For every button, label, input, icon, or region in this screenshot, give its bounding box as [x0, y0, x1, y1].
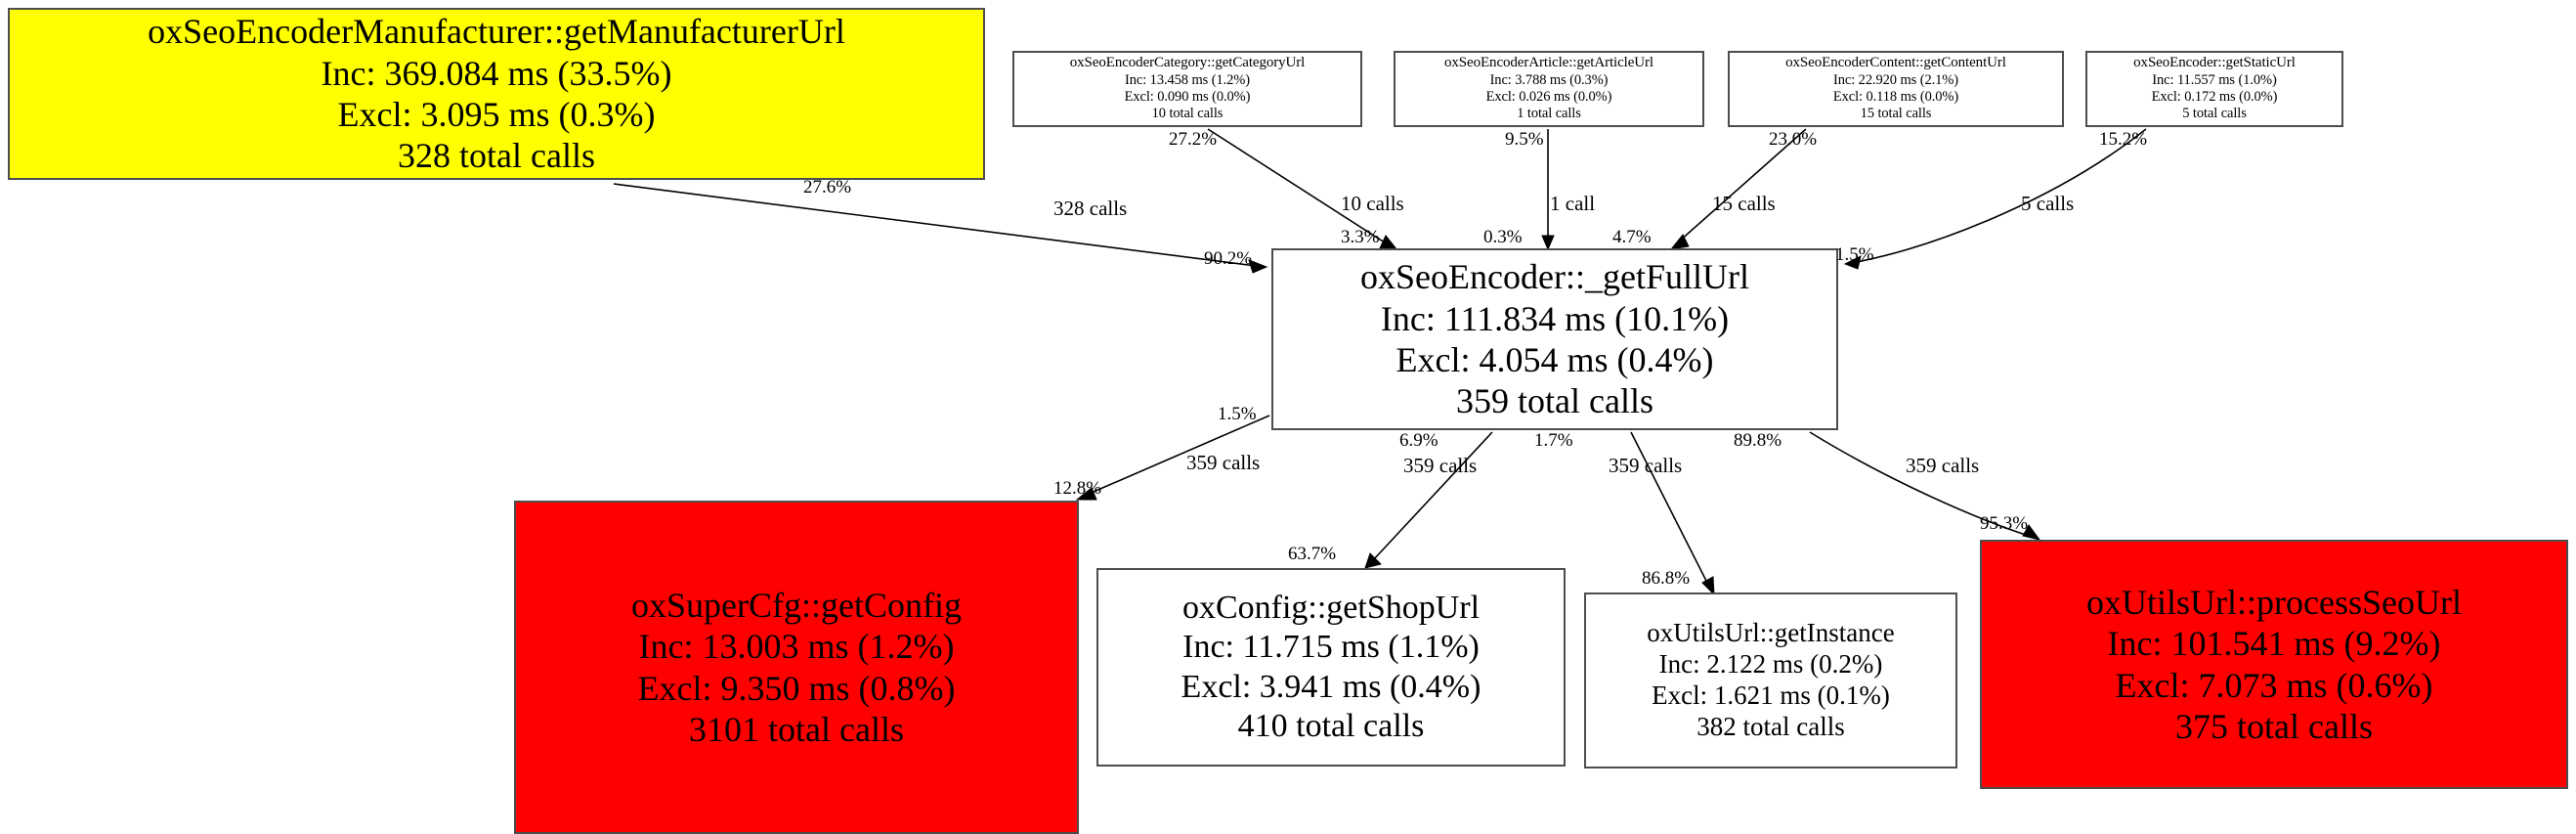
node-total-calls: 3101 total calls — [689, 709, 904, 749]
node-total-calls: 1 total calls — [1517, 106, 1581, 122]
node-inclusive: Inc: 111.834 ms (10.1%) — [1380, 298, 1730, 338]
node-total-calls: 359 total calls — [1456, 381, 1653, 421]
edge-head-percent: 90.2% — [1204, 248, 1253, 269]
edge-tail-percent: 1.7% — [1534, 430, 1573, 451]
node-title: oxSeoEncoderContent::getContentUrl — [1785, 55, 2006, 71]
node-total-calls: 410 total calls — [1237, 707, 1425, 744]
node-inclusive: Inc: 11.715 ms (1.1%) — [1182, 629, 1480, 666]
node-title: oxUtilsUrl::processSeoUrl — [2086, 582, 2462, 622]
node-inclusive: Inc: 13.003 ms (1.2%) — [638, 627, 955, 667]
edge-head-percent: 0.3% — [1483, 227, 1523, 247]
node-exclusive: Excl: 1.621 ms (0.1%) — [1652, 680, 1890, 710]
edge-head-percent: 86.8% — [1642, 568, 1691, 589]
node-inclusive: Inc: 13.458 ms (1.2%) — [1125, 72, 1250, 89]
edge-call-count: 359 calls — [1906, 454, 1980, 477]
node-title: oxSeoEncoder::getStaticUrl — [2133, 55, 2296, 71]
node-getStaticUrl[interactable]: oxSeoEncoder::getStaticUrl Inc: 11.557 m… — [2085, 51, 2343, 127]
edge-head-percent: 12.8% — [1053, 478, 1102, 499]
node-title: oxConfig::getShopUrl — [1181, 590, 1481, 627]
edge-tail-percent: 27.6% — [803, 177, 852, 198]
node-total-calls: 5 total calls — [2182, 106, 2247, 122]
edge-getFullUrl-to-getShopUrl — [1364, 431, 1493, 569]
edge-tail-percent: 9.5% — [1505, 129, 1544, 150]
node-inclusive: Inc: 3.788 ms (0.3%) — [1489, 72, 1609, 89]
node-inclusive: Inc: 11.557 ms (1.0%) — [2152, 72, 2277, 89]
node-exclusive: Excl: 4.054 ms (0.4%) — [1395, 340, 1714, 379]
node-inclusive: Inc: 369.084 ms (33.5%) — [321, 53, 672, 93]
edge-call-count: 15 calls — [1712, 192, 1776, 215]
node-total-calls: 15 total calls — [1860, 106, 1932, 122]
node-title: oxSeoEncoder::_getFullUrl — [1360, 257, 1749, 297]
edge-call-count: 359 calls — [1403, 454, 1478, 477]
edge-tail-percent: 89.8% — [1734, 430, 1782, 451]
node-exclusive: Excl: 9.350 ms (0.8%) — [637, 668, 956, 708]
node-total-calls: 382 total calls — [1696, 711, 1845, 741]
node-inclusive: Inc: 101.541 ms (9.2%) — [2107, 624, 2441, 664]
node-total-calls: 328 total calls — [398, 136, 595, 176]
node-getManufacturerUrl[interactable]: oxSeoEncoderManufacturer::getManufacture… — [8, 8, 985, 180]
edge-tail-percent: 1.5% — [1218, 404, 1257, 424]
edge-call-count: 359 calls — [1186, 451, 1261, 474]
node-title: oxSeoEncoderArticle::getArticleUrl — [1443, 55, 1654, 71]
edge-call-count: 10 calls — [1341, 192, 1404, 215]
edge-head-percent: 95.3% — [1980, 513, 2029, 534]
edge-call-count: 1 call — [1550, 192, 1596, 215]
edge-call-count: 328 calls — [1053, 197, 1128, 220]
edge-getManufacturerUrl-to-getFullUrl — [613, 183, 1268, 274]
node-getCategoryUrl[interactable]: oxSeoEncoderCategory::getCategoryUrl Inc… — [1012, 51, 1362, 127]
node-exclusive: Excl: 0.026 ms (0.0%) — [1485, 89, 1612, 106]
node-title: oxSuperCfg::getConfig — [631, 585, 962, 625]
node-inclusive: Inc: 22.920 ms (2.1%) — [1833, 72, 1958, 89]
node-getFullUrl[interactable]: oxSeoEncoder::_getFullUrl Inc: 111.834 m… — [1271, 248, 1838, 430]
node-getContentUrl[interactable]: oxSeoEncoderContent::getContentUrl Inc: … — [1728, 51, 2064, 127]
edge-head-percent: 3.3% — [1341, 227, 1380, 247]
node-getConfig[interactable]: oxSuperCfg::getConfig Inc: 13.003 ms (1.… — [514, 501, 1079, 834]
node-processSeoUrl[interactable]: oxUtilsUrl::processSeoUrl Inc: 101.541 m… — [1980, 540, 2568, 789]
node-exclusive: Excl: 3.941 ms (0.4%) — [1181, 668, 1481, 705]
edge-tail-percent: 6.9% — [1399, 430, 1438, 451]
node-exclusive: Excl: 3.095 ms (0.3%) — [337, 95, 656, 134]
edge-head-percent: 4.7% — [1612, 227, 1652, 247]
node-title: oxSeoEncoderManufacturer::getManufacture… — [148, 12, 845, 52]
edge-getStaticUrl-to-getFullUrl — [1843, 128, 2147, 270]
node-exclusive: Excl: 0.172 ms (0.0%) — [2151, 89, 2278, 106]
node-exclusive: Excl: 7.073 ms (0.6%) — [2115, 665, 2433, 705]
edge-call-count: 359 calls — [1609, 454, 1683, 477]
edge-tail-percent: 27.2% — [1169, 129, 1218, 150]
node-getInstance[interactable]: oxUtilsUrl::getInstance Inc: 2.122 ms (0… — [1584, 593, 1957, 768]
node-total-calls: 375 total calls — [2175, 706, 2373, 746]
node-getShopUrl[interactable]: oxConfig::getShopUrl Inc: 11.715 ms (1.1… — [1096, 568, 1566, 767]
node-title: oxUtilsUrl::getInstance — [1647, 618, 1895, 648]
edge-head-percent: 1.5% — [1835, 244, 1874, 265]
node-getArticleUrl[interactable]: oxSeoEncoderArticle::getArticleUrl Inc: … — [1394, 51, 1704, 127]
node-total-calls: 10 total calls — [1151, 106, 1224, 122]
node-title: oxSeoEncoderCategory::getCategoryUrl — [1069, 55, 1306, 71]
node-exclusive: Excl: 0.118 ms (0.0%) — [1832, 89, 1959, 106]
node-inclusive: Inc: 2.122 ms (0.2%) — [1658, 649, 1883, 680]
edge-tail-percent: 23.0% — [1769, 129, 1818, 150]
edge-call-count: 5 calls — [2021, 192, 2075, 215]
edge-head-percent: 63.7% — [1288, 544, 1337, 564]
node-exclusive: Excl: 0.090 ms (0.0%) — [1124, 89, 1251, 106]
edge-tail-percent: 15.2% — [2099, 129, 2148, 150]
